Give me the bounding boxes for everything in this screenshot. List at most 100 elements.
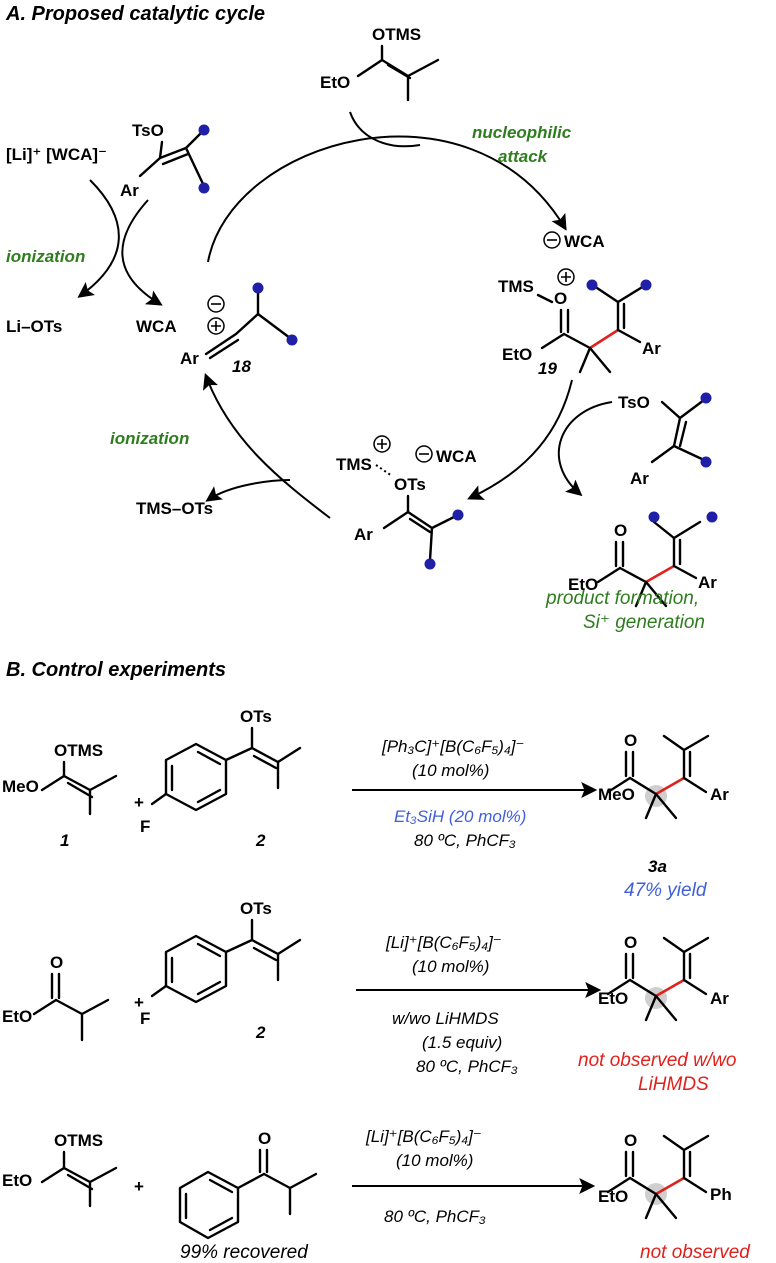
arrow-19-to-product <box>557 401 613 497</box>
svg-text:WCA: WCA <box>436 447 477 466</box>
svg-text:TsO: TsO <box>618 393 650 412</box>
second-tosylate: TsO Ar <box>618 392 712 488</box>
svg-text:EtO: EtO <box>598 989 628 1008</box>
svg-text:MeO: MeO <box>2 777 39 796</box>
svg-text:Ar: Ar <box>180 349 199 368</box>
li-wca-salt: [Li]⁺ [WCA]⁻ <box>6 145 107 164</box>
svg-text:Ar: Ar <box>710 989 729 1008</box>
svg-text:O: O <box>624 731 637 750</box>
svg-text:OTs: OTs <box>240 707 272 726</box>
silyl-complex: TMS OTs WCA Ar <box>336 435 477 570</box>
row2-cond1: [Li]⁺[B(C₆F₅)₄]⁻ <box>385 933 502 952</box>
svg-text:WCA: WCA <box>564 232 605 251</box>
svg-text:EtO: EtO <box>502 345 532 364</box>
svg-text:2: 2 <box>255 831 266 850</box>
svg-text:EtO: EtO <box>320 73 350 92</box>
cation-18: WCA Ar 18 <box>136 282 298 376</box>
row3-reagent2: O <box>178 1129 318 1240</box>
attack-label: attack <box>498 147 549 166</box>
row1-reagent1: OTMS MeO 1 <box>2 741 118 850</box>
row3-cond2: (10 mol%) <box>396 1151 473 1170</box>
row3-result: not observed <box>640 1242 751 1263</box>
row2-reagent1: O EtO <box>2 953 110 1042</box>
svg-text:O: O <box>614 521 627 540</box>
svg-text:3a: 3a <box>648 857 667 876</box>
svg-text:Ar: Ar <box>710 785 729 804</box>
svg-text:19: 19 <box>538 359 557 378</box>
ionization-label-top: ionization <box>6 247 85 266</box>
row3-reagent1: OTMS EtO <box>2 1131 118 1208</box>
svg-text:OTMS: OTMS <box>54 1131 103 1150</box>
ionization-label-bottom: ionization <box>110 429 189 448</box>
reagent-entry-arc <box>349 111 421 148</box>
svg-text:O: O <box>258 1129 271 1148</box>
section-b-heading: B. Control experiments <box>6 659 226 681</box>
product-formation-label: product formation, <box>545 588 699 609</box>
arrow-19-to-silyl <box>467 379 573 500</box>
row2-cond4: (1.5 equiv) <box>422 1033 502 1052</box>
svg-text:O: O <box>624 933 637 952</box>
tms-ots-arrow <box>205 479 291 502</box>
svg-text:OTMS: OTMS <box>372 25 421 44</box>
svg-text:O: O <box>50 953 63 972</box>
tms-ots: TMS–OTs <box>136 499 213 518</box>
row2-cond2: (10 mol%) <box>412 957 489 976</box>
top-reagent: OTMS EtO <box>320 25 440 102</box>
row1-reagent2: OTs F 2 <box>140 707 302 850</box>
row1-product: O MeO Ar 3a <box>598 731 729 876</box>
row1-cond2: (10 mol%) <box>412 761 489 780</box>
svg-text:OTs: OTs <box>394 475 426 494</box>
svg-text:MeO: MeO <box>598 785 635 804</box>
svg-text:F: F <box>140 1009 150 1028</box>
svg-text:EtO: EtO <box>2 1171 32 1190</box>
row2-cond3: w/wo LiHMDS <box>392 1009 499 1028</box>
row1-plus: + <box>134 793 144 812</box>
svg-text:F: F <box>140 817 150 836</box>
svg-text:1: 1 <box>60 831 69 850</box>
ionization-arrow-2 <box>121 199 163 306</box>
svg-text:OTs: OTs <box>240 899 272 918</box>
section-a-heading: A. Proposed catalytic cycle <box>5 3 265 25</box>
cycle-arc-bottom <box>203 373 331 519</box>
cycle-arc-top <box>207 135 567 263</box>
row3-cond3: 80 ºC, PhCF₃ <box>384 1207 486 1226</box>
svg-text:Ar: Ar <box>630 469 649 488</box>
svg-text:O: O <box>554 289 567 308</box>
row2-result2: LiHMDS <box>638 1074 709 1095</box>
row2-cond5: 80 ºC, PhCF₃ <box>416 1057 518 1076</box>
svg-text:18: 18 <box>232 357 251 376</box>
row3-note: 99% recovered <box>180 1242 309 1263</box>
row1-result: 47% yield <box>624 880 708 901</box>
ionization-arrow-1 <box>77 179 120 298</box>
si-generation-label: Si⁺ generation <box>583 612 705 633</box>
svg-text:O: O <box>624 1131 637 1150</box>
svg-text:WCA: WCA <box>136 317 177 336</box>
row1-cond3: Et₃SiH (20 mol%) <box>394 807 526 826</box>
row1-cond1: [Ph₃C]⁺[B(C₆F₅)₄]⁻ <box>381 737 524 756</box>
row3-plus: + <box>134 1177 144 1196</box>
svg-text:2: 2 <box>255 1023 266 1042</box>
intermediate-19: WCA TMS O EtO Ar 19 <box>498 231 661 378</box>
row2-product: O EtO Ar <box>598 933 729 1022</box>
svg-text:Ar: Ar <box>642 339 661 358</box>
svg-text:OTMS: OTMS <box>54 741 103 760</box>
row3-cond1: [Li]⁺[B(C₆F₅)₄]⁻ <box>365 1127 482 1146</box>
svg-text:TMS: TMS <box>336 455 372 474</box>
svg-text:EtO: EtO <box>2 1007 32 1026</box>
svg-text:Ar: Ar <box>120 181 139 200</box>
product: O EtO Ar <box>568 511 718 608</box>
row3-product: O EtO Ph <box>598 1131 732 1220</box>
svg-text:Ph: Ph <box>710 1185 732 1204</box>
svg-text:EtO: EtO <box>568 575 598 594</box>
svg-text:EtO: EtO <box>598 1187 628 1206</box>
nucleophilic-label: nucleophilic <box>472 123 572 142</box>
svg-text:Ar: Ar <box>698 573 717 592</box>
li-ots: Li–OTs <box>6 317 62 336</box>
left-reagent: TsO Ar <box>120 121 210 200</box>
row2-reagent2: OTs F 2 <box>140 899 302 1042</box>
svg-text:TMS: TMS <box>498 277 534 296</box>
svg-text:TsO: TsO <box>132 121 164 140</box>
row1-cond4: 80 ºC, PhCF₃ <box>414 831 516 850</box>
svg-text:Ar: Ar <box>354 525 373 544</box>
